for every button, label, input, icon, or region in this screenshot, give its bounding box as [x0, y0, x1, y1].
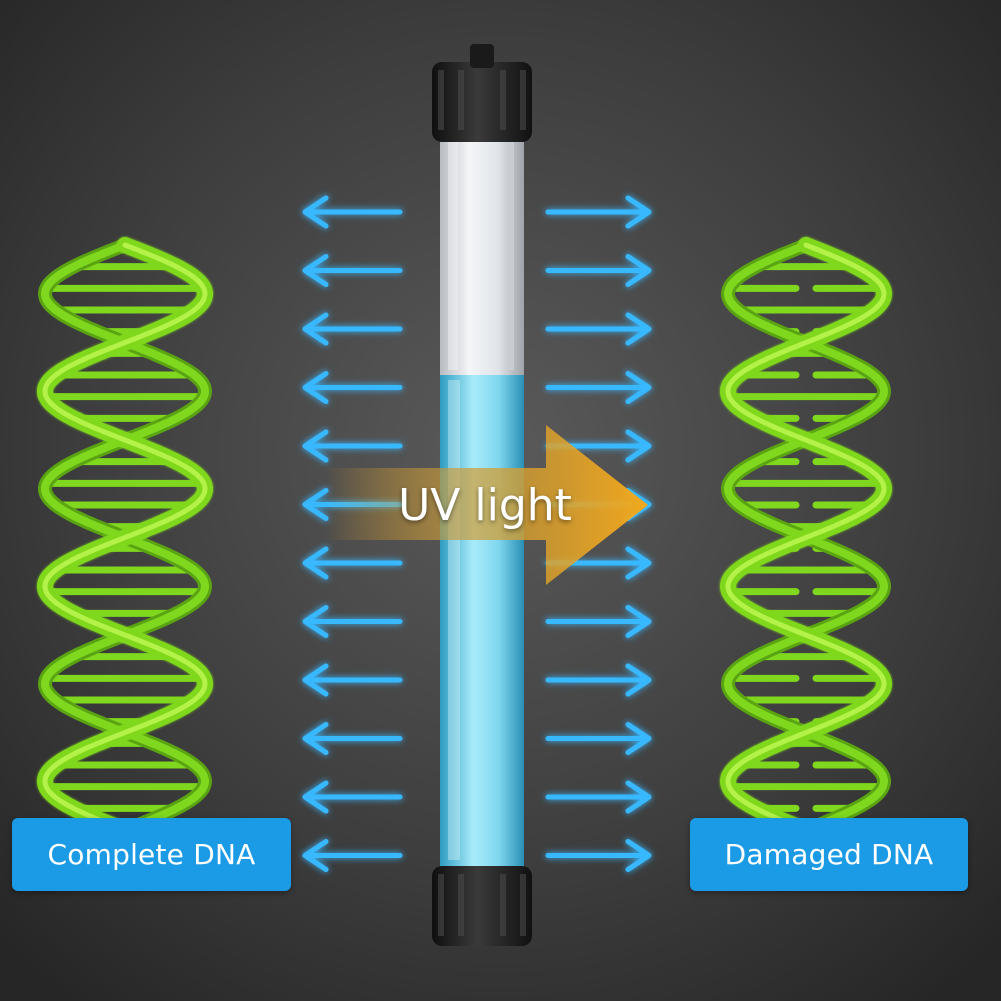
uv-emission-arrow-left — [302, 254, 403, 287]
uv-emission-arrow-left — [302, 780, 403, 814]
uv-emission-arrow-left — [302, 722, 403, 755]
complete-dna-label: Complete DNA — [12, 818, 291, 891]
uv-light-label: UV light — [398, 479, 572, 531]
tube-label-band — [508, 140, 514, 370]
uv-emission-arrow-right — [545, 605, 652, 638]
uv-emission-arrow-left — [302, 195, 403, 229]
uv-emission-arrow-left — [302, 663, 403, 697]
damaged-dna-helix — [719, 237, 893, 838]
uv-emission-arrow-right — [545, 195, 652, 229]
tube-top-nozzle — [470, 44, 494, 68]
uv-emission-arrow-right — [545, 254, 652, 287]
uv-light-arrow — [326, 425, 648, 585]
uv-emission-arrow-right — [545, 312, 652, 346]
dna-strand-front-highlight — [42, 242, 208, 833]
uv-lamp-tube — [432, 44, 532, 946]
uv-emission-arrow-right — [545, 780, 652, 814]
complete-dna-helix — [36, 237, 214, 838]
damaged-dna-label: Damaged DNA — [690, 818, 968, 891]
dna-strand-front-highlight — [725, 242, 887, 833]
uv-emission-arrow-right — [545, 839, 652, 872]
tube-bottom-cap — [432, 866, 532, 946]
uv-emission-arrow-left — [302, 429, 403, 463]
uv-emission-arrow-left — [302, 839, 403, 872]
uv-emission-arrow-right — [545, 722, 652, 755]
uv-emission-arrow-right — [545, 371, 652, 404]
tube-glass-lit — [440, 370, 524, 870]
tube-top-cap — [432, 62, 532, 142]
uv-emission-arrow-left — [302, 312, 403, 346]
uv-emission-arrow-left — [302, 371, 403, 404]
uv-emission-arrow-left — [302, 605, 403, 638]
uv-emission-arrow-right — [545, 663, 652, 697]
uv-emission-arrow-left — [302, 546, 403, 580]
